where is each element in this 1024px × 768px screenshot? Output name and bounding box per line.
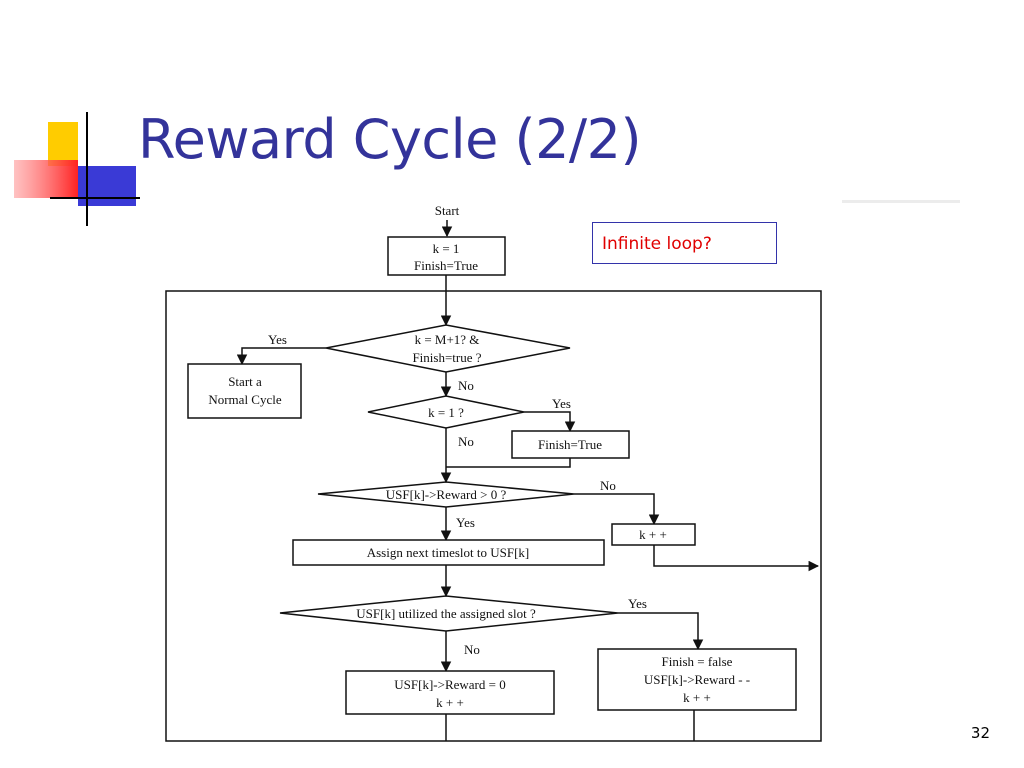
page-number: 32: [970, 724, 990, 742]
label-yes-1: Yes: [268, 332, 287, 347]
penalize-box: [597, 648, 797, 711]
arrow-no-k-inc: [574, 493, 660, 526]
penalize-text-3: k + +: [683, 690, 711, 705]
decision-end-cycle: [325, 324, 571, 373]
arrow-yes-start-normal: [236, 347, 326, 366]
assign-text: Assign next timeslot to USF[k]: [367, 545, 530, 560]
finish-true-text: Finish=True: [538, 437, 602, 452]
line-finish-true-merge: [446, 458, 571, 468]
decision-k-equals-1-text: k = 1 ?: [428, 405, 464, 420]
label-no-3: No: [600, 478, 616, 493]
start-normal-text-1: Start a: [228, 374, 262, 389]
assign-box: [292, 539, 605, 566]
k-inc-text: k + +: [639, 527, 667, 542]
infinite-loop-callout: Infinite loop?: [592, 222, 777, 264]
label-no-1: No: [458, 378, 474, 393]
init-box: [387, 236, 506, 276]
page-title: Reward Cycle (2/2): [138, 108, 642, 171]
title-underline-fade: [842, 200, 960, 203]
label-yes-2: Yes: [552, 396, 571, 411]
label-yes-3: Yes: [456, 515, 475, 530]
reset-text-2: k + +: [436, 695, 464, 710]
reset-box: [345, 670, 555, 715]
decision-reward-positive-text: USF[k]->Reward > 0 ?: [386, 487, 507, 502]
label-no-2: No: [458, 434, 474, 449]
slide-logo-decoration: [14, 112, 140, 226]
arrow-k-inc-loop: [653, 545, 820, 572]
reset-text-1: USF[k]->Reward = 0: [394, 677, 505, 692]
init-text-1: k = 1: [433, 241, 460, 256]
finish-true-box: [511, 430, 630, 459]
penalize-text-2: USF[k]->Reward - -: [644, 672, 750, 687]
logo-yellow-square: [48, 122, 78, 166]
label-no-4: No: [464, 642, 480, 657]
init-text-2: Finish=True: [414, 258, 478, 273]
start-normal-text-2: Normal Cycle: [208, 392, 282, 407]
decision-slot-utilized-text: USF[k] utilized the assigned slot ?: [356, 606, 536, 621]
start-normal-box: [187, 363, 302, 419]
loop-frame: [165, 290, 822, 742]
arrow-yes-penalize: [618, 612, 704, 651]
penalize-text-1: Finish = false: [662, 654, 733, 669]
logo-red-square: [14, 160, 78, 198]
decision-end-cycle-text-2: Finish=true ?: [412, 350, 481, 365]
arrow-yes-finish-true: [524, 411, 576, 433]
decision-end-cycle-text-1: k = M+1? &: [415, 332, 480, 347]
label-yes-4: Yes: [628, 596, 647, 611]
start-label: Start: [435, 203, 460, 218]
